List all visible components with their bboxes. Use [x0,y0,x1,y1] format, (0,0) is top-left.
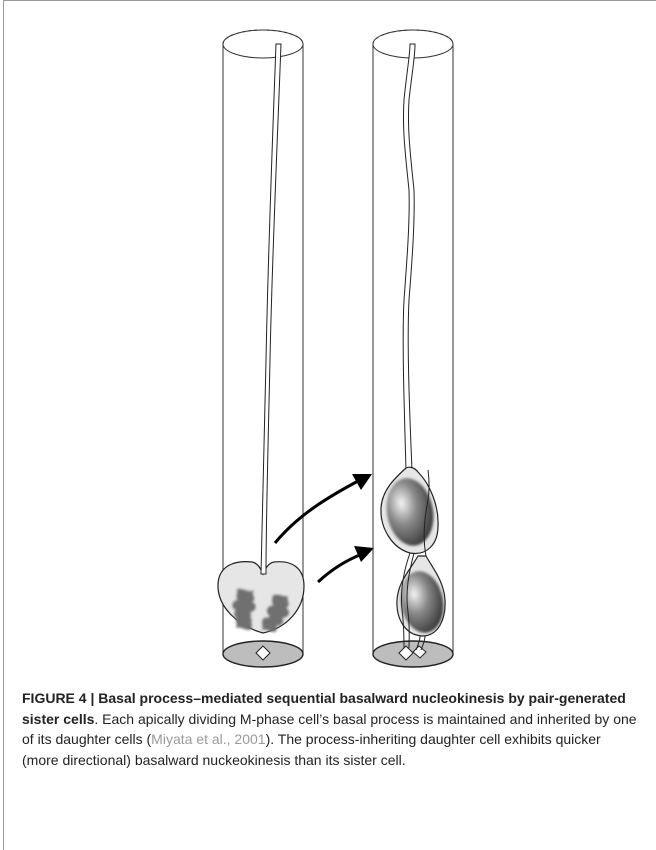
figure-illustration [0,0,656,680]
basal-process-left [261,44,281,574]
citation-link[interactable]: Miyata et al., 2001 [151,731,265,747]
figure-label: FIGURE 4 | [22,690,98,706]
basal-process-right [403,44,415,470]
arrow-upper [275,474,372,543]
right-cylinder-base [373,641,453,667]
figure-caption: FIGURE 4 | Basal process–mediated sequen… [22,688,638,770]
daughter-cell-upper [381,467,439,553]
m-phase-cell [218,44,304,633]
arrow-lower [318,546,374,582]
